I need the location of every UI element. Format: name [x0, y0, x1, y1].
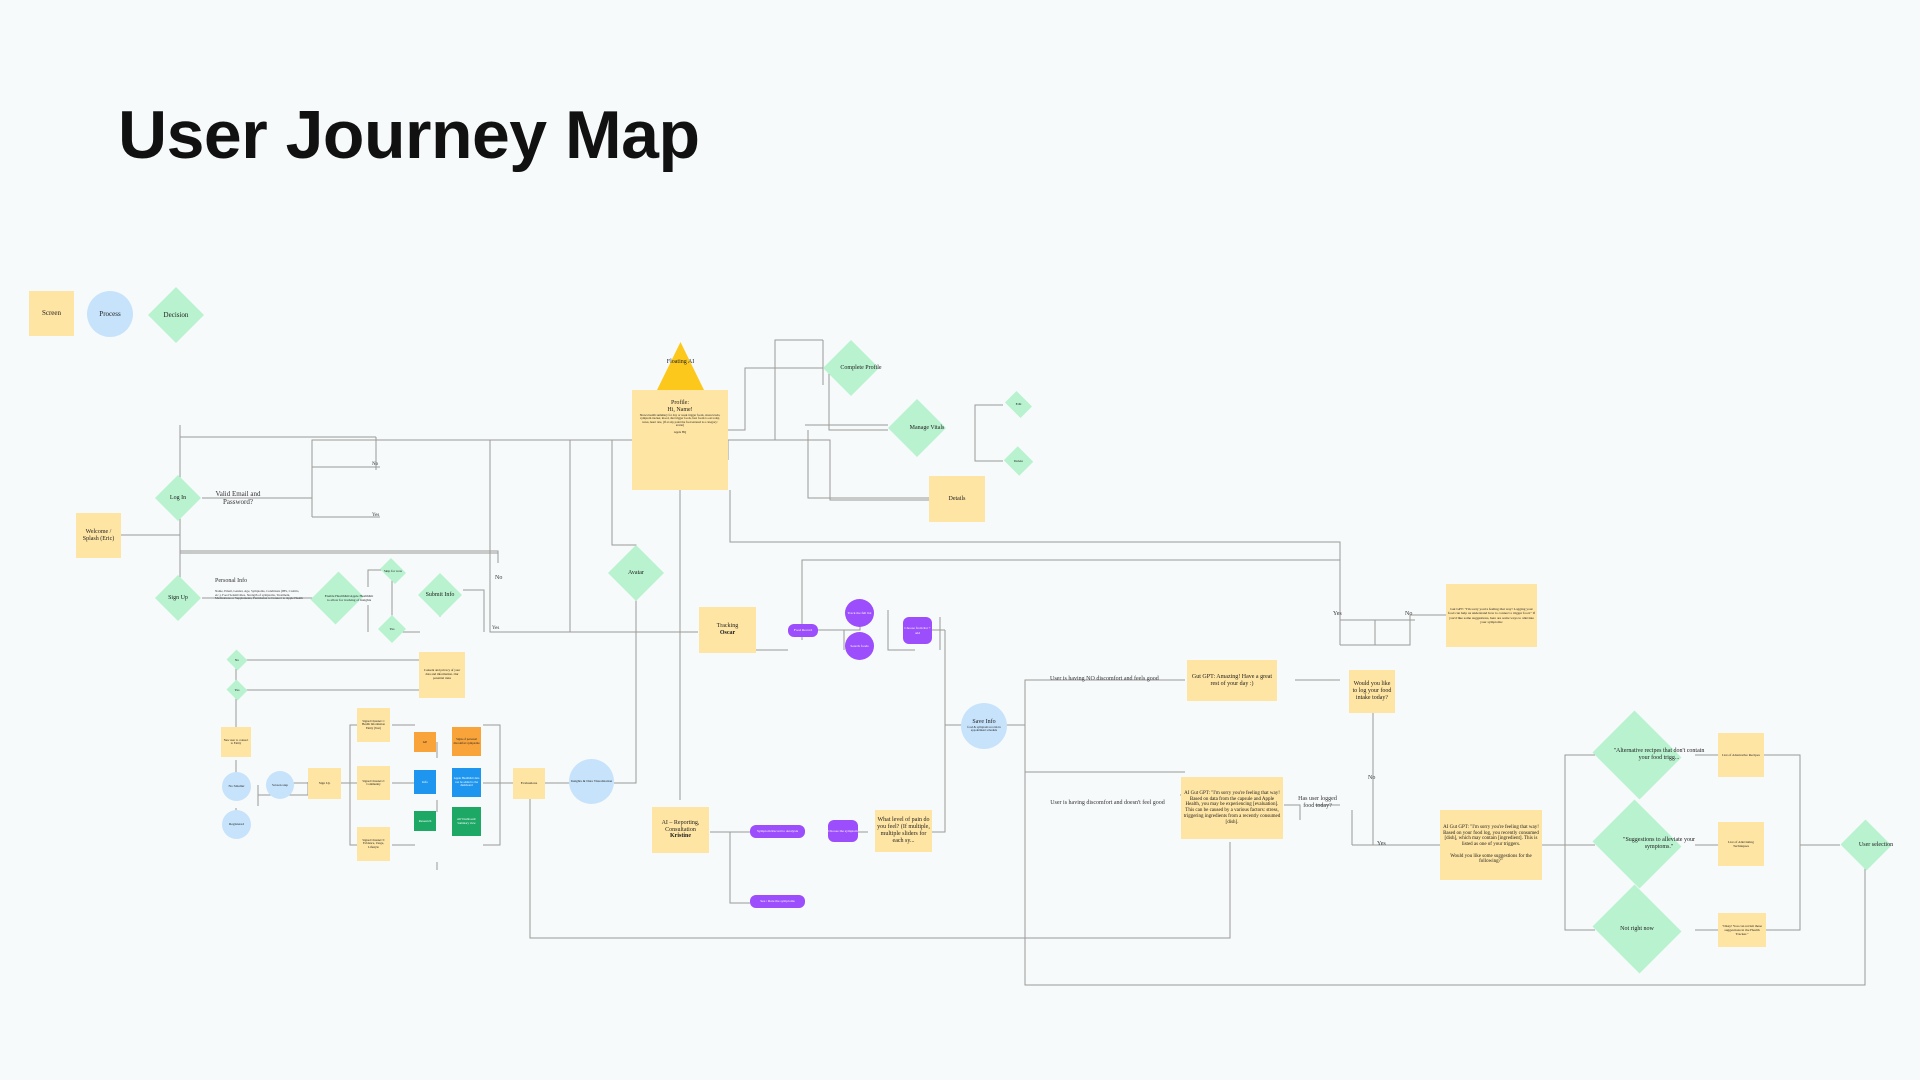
symptom-record-pill[interactable]: Symptom Record to Analysis	[750, 825, 805, 838]
food-record-pill[interactable]: Food Record	[788, 624, 818, 637]
ai-reporting-screen[interactable]: AI – Reporting, Consultation Kristine	[652, 807, 709, 853]
save-info-label: Save Info	[972, 719, 996, 726]
edit-decision[interactable]: Edit	[1003, 391, 1034, 418]
not-right-now-decision[interactable]: Not right now	[1590, 884, 1684, 974]
delete-decision[interactable]: Delete	[1003, 446, 1034, 476]
orange-info-box[interactable]: Signs of personal discomfort symptoms	[452, 727, 481, 756]
complete-profile-decision[interactable]: Complete Profile	[823, 340, 882, 396]
branch-no-label-2: No	[495, 575, 503, 581]
profile-body: Shows health summary for day or week tri…	[639, 412, 721, 428]
branch-yes-label-4: Yes	[1333, 611, 1342, 617]
save-info-process[interactable]: Save Info food & symptom records in appo…	[961, 703, 1007, 749]
soothing-list-screen[interactable]: List of Alleviating Techniques	[1718, 822, 1764, 866]
welcome-screen[interactable]: Welcome / Splash (Eric)	[76, 513, 121, 558]
no-smaller-process[interactable]: No Smaller	[222, 772, 251, 801]
tracking-screen[interactable]: Tracking Oscar	[699, 607, 756, 653]
no-decision-small[interactable]: No	[226, 649, 248, 671]
profile-footer: Apple HQ	[673, 429, 687, 434]
okay-suggestions-screen[interactable]: "Okay! You can revisit these suggestions…	[1718, 913, 1766, 947]
details-screen[interactable]: Details	[929, 476, 985, 522]
choose-food-pill[interactable]: Choose from list + add	[903, 617, 932, 644]
legend-screen: Screen	[29, 291, 74, 336]
skip-now-decision[interactable]: Skip for now	[378, 558, 408, 584]
gpt-sorry-screen[interactable]: AI Gut GPT: "I'm sorry you're feeling th…	[1181, 777, 1283, 839]
user-selection-decision[interactable]: User selection	[1840, 819, 1893, 871]
search-foods-node[interactable]: Search foods	[845, 632, 874, 660]
green-info-box[interactable]: AW Dashboard: Summary view	[452, 807, 481, 836]
registered-process[interactable]: Registered	[222, 810, 251, 839]
save-info-sub: food & symptom records in appointment sc…	[967, 725, 1001, 733]
page-title: User Journey Map	[118, 97, 700, 173]
consent-screen[interactable]: Consent and privacy of your data and inf…	[419, 652, 465, 698]
branch-no-label-4: No	[1405, 611, 1413, 617]
screen-step-process[interactable]: Screen step	[266, 771, 294, 799]
has-logged-label: Has user logged food today?	[1298, 796, 1337, 809]
profile-screen[interactable]: Profile: Hi, Name! Shows health summary …	[632, 390, 728, 490]
gp-tag[interactable]: GP	[414, 732, 436, 752]
login-decision[interactable]: Log In	[155, 475, 201, 521]
ai-reporting-label: AI – Reporting, Consultation	[661, 819, 700, 833]
tracking-label: Tracking	[716, 623, 739, 630]
gpt-amazing-screen[interactable]: Gut GPT: Amazing! Have a great rest of y…	[1187, 660, 1277, 701]
personal-info-body: Name, Email, Gender, Age, Symptoms, Cond…	[215, 589, 303, 601]
track-food-node[interactable]: Track the full list	[845, 599, 874, 627]
branch-no-label: No	[372, 462, 379, 467]
gpt-no-log-screen[interactable]: Gut GPT: "I'm sorry you're feeling that …	[1446, 584, 1537, 647]
floating-ai-triangle[interactable]: Floating AI	[657, 342, 704, 390]
personal-info-title: Personal Info	[215, 578, 248, 584]
alt-recipes-decision[interactable]: "Alternative recipes that don't contain …	[1590, 710, 1704, 800]
discomfort-label: User is having discomfort and doesn't fe…	[1050, 800, 1165, 806]
enable-health-decision[interactable]: Enable HealthKit/Apple HealthKit to allo…	[310, 570, 373, 626]
signup-screen[interactable]: Sign Up	[308, 768, 341, 799]
branch-yes-label: Yes	[372, 513, 380, 518]
evaluations-screen[interactable]: Evaluations	[513, 768, 545, 799]
signed-channel-2[interactable]: Signed Channel 2: Community	[357, 766, 390, 800]
yes-decision-small[interactable]: Yes	[378, 615, 406, 643]
signed-channel-1[interactable]: Signed Channel 1: Health Information Ent…	[357, 708, 390, 742]
ai-reporting-name: Kristine	[670, 833, 691, 840]
signed-channel-3[interactable]: Signed Channel 3: Evidence, Usage, Lifes…	[357, 827, 390, 861]
see-symptoms-pill[interactable]: See / Rate the symptoms	[750, 895, 805, 908]
new-user-screen[interactable]: New user to connect to Entity	[221, 727, 251, 757]
branch-no-label-3: No	[1368, 775, 1376, 781]
submit-info-decision[interactable]: Submit Info	[418, 573, 462, 617]
would-you-log-screen[interactable]: Would you like to log your food intake t…	[1349, 670, 1395, 713]
avatar-decision[interactable]: Avatar	[608, 545, 664, 601]
legend-decision: Decision	[148, 287, 204, 343]
blue-info-box[interactable]: Apple HealthKit data can be added to the…	[452, 768, 481, 797]
gpt-sorry-screen-2[interactable]: AI Gut GPT: "I'm sorry you're feeling th…	[1440, 810, 1542, 880]
branch-yes-label-3: Yes	[1377, 841, 1386, 847]
signup-decision[interactable]: Sign Up	[155, 575, 201, 621]
alt-recipes-list-screen[interactable]: List of Alternative Recipes	[1718, 733, 1764, 777]
profile-title: Profile:	[671, 400, 689, 406]
info-tag[interactable]: Info	[414, 770, 436, 794]
no-discomfort-label: User is having NO discomfort and feels g…	[1050, 676, 1159, 682]
yes-decision-small-2[interactable]: Yes	[226, 679, 248, 701]
legend-process: Process	[87, 291, 133, 337]
profile-greeting: Hi, Name!	[667, 406, 693, 413]
tracking-name: Oscar	[719, 630, 736, 636]
insights-process[interactable]: Insights & Data Visualization	[569, 759, 614, 804]
manage-vitals-decision[interactable]: Manage Vitals	[888, 399, 946, 457]
valid-email-label: Valid Email and Password?	[215, 490, 261, 507]
branch-yes-label-2: Yes	[492, 626, 500, 631]
research-tag[interactable]: Research	[414, 811, 436, 831]
suggestions-decision[interactable]: "Suggestions to alleviate your symptoms.…	[1590, 799, 1695, 889]
choose-symptom-pill[interactable]: Choose the symptom	[828, 820, 858, 842]
pain-level-screen[interactable]: What level of pain do you feel? (If mult…	[875, 810, 932, 852]
